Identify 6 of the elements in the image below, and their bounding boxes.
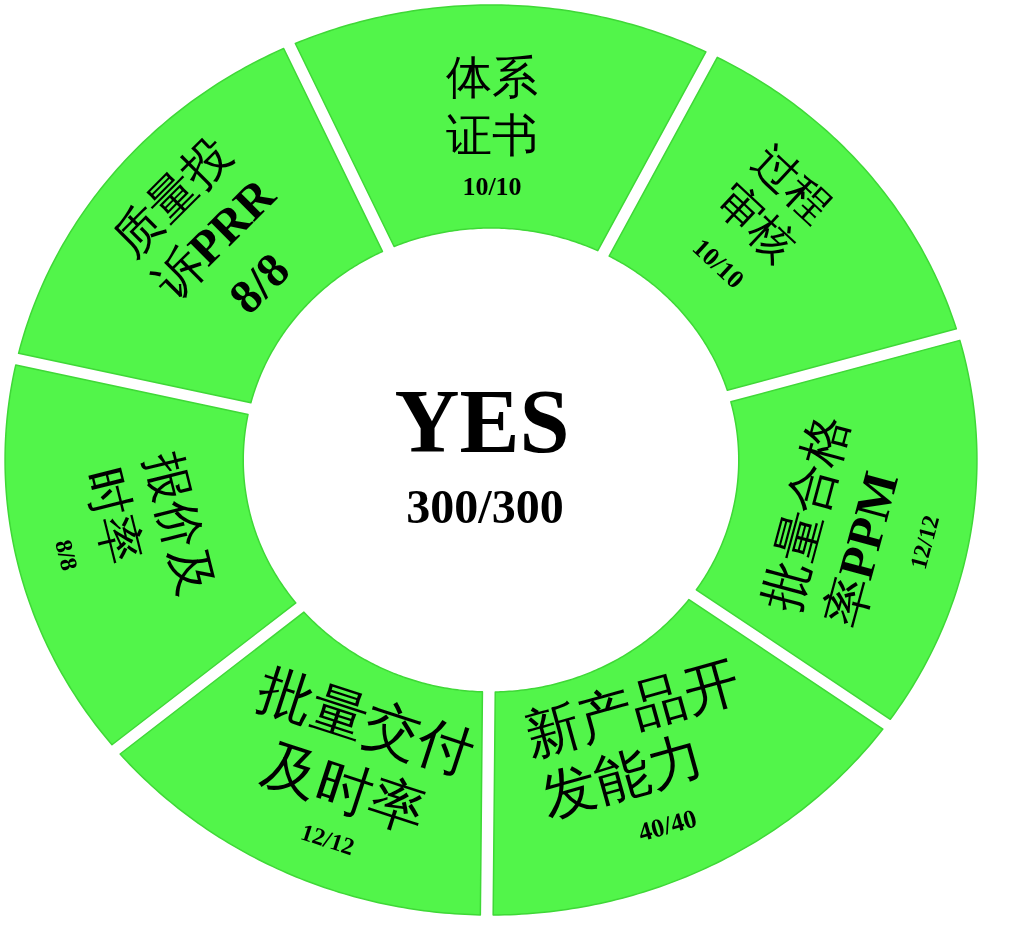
score-label: 12/12 [296,817,359,863]
total-score: 300/300 [406,483,564,531]
segment-label: 体系证书 [445,50,539,162]
result-heading: YES [394,377,570,467]
score-label: 10/10 [461,171,523,201]
score-label: 40/40 [635,803,701,850]
